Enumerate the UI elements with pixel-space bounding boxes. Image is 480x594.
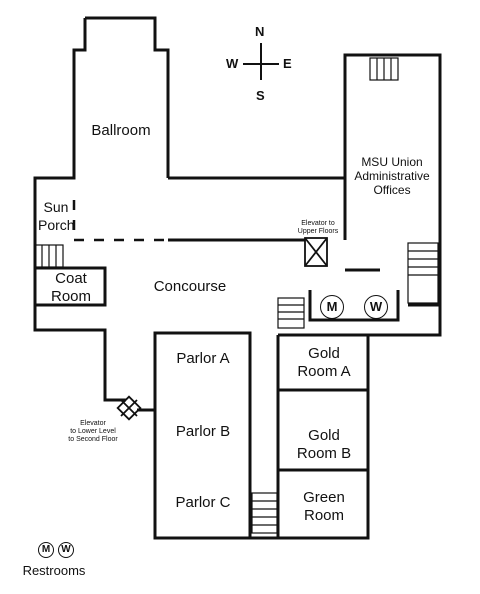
- compass-icon: [243, 43, 279, 80]
- elevator-upper-icon: [304, 237, 328, 267]
- room-offices[interactable]: MSU Union Administrative Offices: [354, 155, 430, 197]
- restroom-wall: [308, 290, 400, 322]
- room-coat-room[interactable]: Coat Room: [50, 270, 91, 305]
- room-parlor-b[interactable]: Parlor B: [175, 423, 231, 440]
- legend-men-icon: M: [38, 542, 54, 558]
- parlor-block: [153, 331, 252, 540]
- legend-women-icon: W: [58, 542, 74, 558]
- compass-north: N: [255, 24, 265, 39]
- coat-room-wall: [35, 266, 107, 307]
- stairs-east: [407, 242, 439, 304]
- room-parlor-c[interactable]: Parlor C: [175, 494, 231, 511]
- room-parlor-a[interactable]: Parlor A: [176, 350, 230, 367]
- elevator-upper-label: Elevator to Upper Floors: [297, 220, 339, 235]
- compass-east: E: [283, 56, 292, 71]
- room-sun-porch[interactable]: Sun Porch: [38, 199, 75, 233]
- legend-label: Restrooms: [22, 563, 86, 578]
- room-concourse[interactable]: Concourse: [153, 278, 227, 295]
- mens-restroom-icon[interactable]: M: [320, 295, 344, 319]
- elevator-lower-label: Elevator to Lower Level to Second Floor: [68, 420, 118, 443]
- ballroom-wall: [85, 16, 170, 178]
- room-gold-b[interactable]: Gold Room B: [296, 427, 352, 462]
- compass-west: W: [226, 56, 239, 71]
- room-gold-a[interactable]: Gold Room A: [297, 345, 351, 380]
- compass-south: S: [256, 88, 265, 103]
- west-outer-wall: [33, 18, 126, 402]
- room-ballroom[interactable]: Ballroom: [91, 122, 151, 139]
- stairs-parlor: [251, 492, 278, 534]
- stairs-gold: [277, 297, 305, 329]
- room-green[interactable]: Green Room: [303, 489, 345, 524]
- womens-restroom-icon[interactable]: W: [364, 295, 388, 319]
- east-wing-wall: [168, 53, 442, 540]
